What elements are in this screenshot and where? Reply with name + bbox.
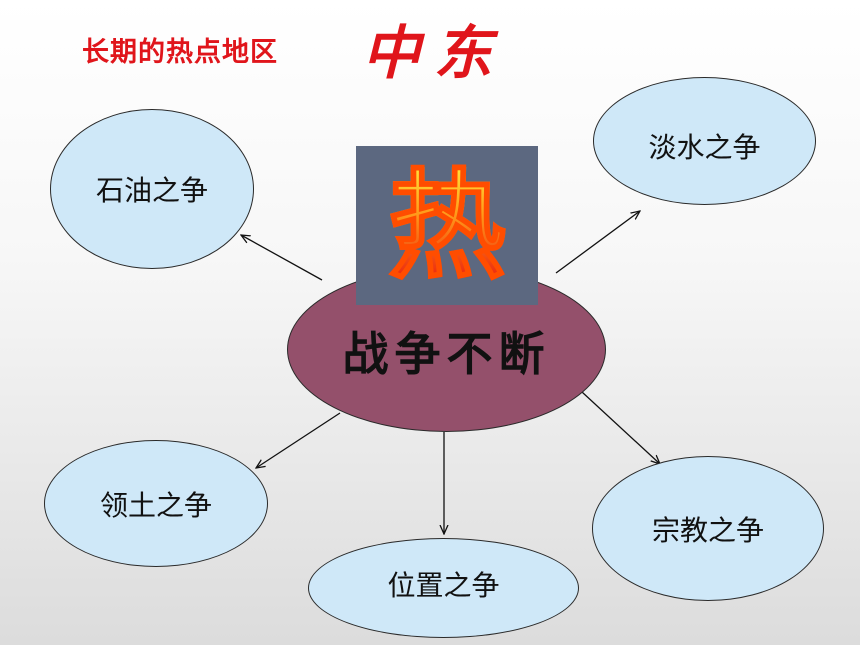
- religion-bubble: 宗教之争: [592, 456, 824, 601]
- position-bubble: 位置之争: [308, 538, 579, 638]
- position-label: 位置之争: [387, 569, 500, 602]
- fire-icon: 热: [387, 155, 507, 295]
- oil-label: 石油之争: [95, 174, 208, 207]
- water-label: 淡水之争: [648, 131, 761, 164]
- oil-bubble: 石油之争: [50, 109, 254, 269]
- territory-label: 领土之争: [99, 488, 212, 522]
- religion-label: 宗教之争: [651, 513, 764, 547]
- title-text: 长期的热点地区: [82, 37, 278, 68]
- title-highlight: 中东: [362, 19, 507, 87]
- fire-heat-image: 热: [356, 146, 538, 305]
- arrow-to-territory: [256, 412, 341, 468]
- center-label: 战争不断: [342, 327, 551, 381]
- arrow-to-oil: [241, 235, 323, 281]
- territory-bubble: 领土之争: [44, 440, 268, 567]
- arrow-to-religion: [581, 391, 660, 464]
- arrow-to-water: [555, 211, 640, 274]
- water-bubble: 淡水之争: [593, 77, 816, 205]
